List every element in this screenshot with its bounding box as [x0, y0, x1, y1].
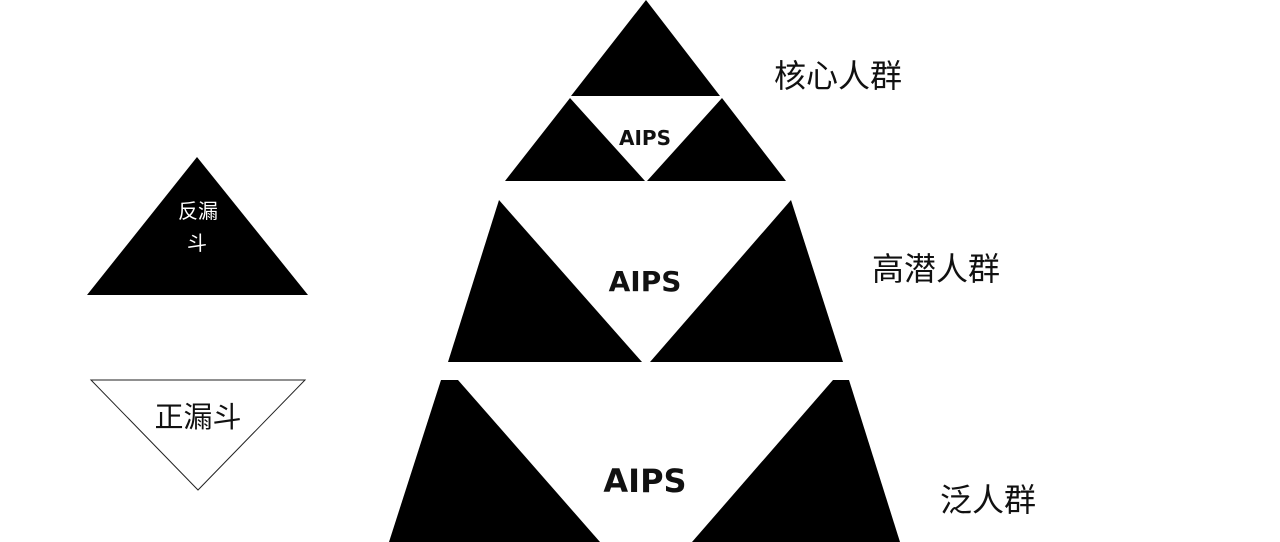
- reverse-funnel-label-line2: 斗: [187, 231, 207, 255]
- tier1-label: 核心人群: [774, 57, 903, 95]
- tier3-left-triangle: [389, 380, 600, 542]
- tier1-left-triangle: [505, 98, 645, 181]
- tier1-apex-triangle: [571, 0, 720, 96]
- tier2-label: 高潜人群: [872, 250, 1001, 288]
- forward-funnel-triangle: [89, 379, 307, 491]
- reverse-funnel-triangle: [87, 157, 308, 295]
- tier2-inner-label: AIPS: [608, 265, 682, 298]
- forward-funnel-label: 正漏斗: [154, 400, 242, 434]
- tier2-left-triangle: [448, 200, 642, 362]
- tier1-right-triangle: [647, 98, 786, 181]
- tier3-label: 泛人群: [940, 481, 1037, 519]
- tier3-inner-label: AIPS: [603, 462, 687, 500]
- tier1-inner-label: AIPS: [619, 126, 671, 150]
- tier2-right-triangle: [650, 200, 843, 362]
- tier3-right-triangle: [692, 380, 900, 542]
- reverse-funnel-label-line1: 反漏: [178, 199, 218, 223]
